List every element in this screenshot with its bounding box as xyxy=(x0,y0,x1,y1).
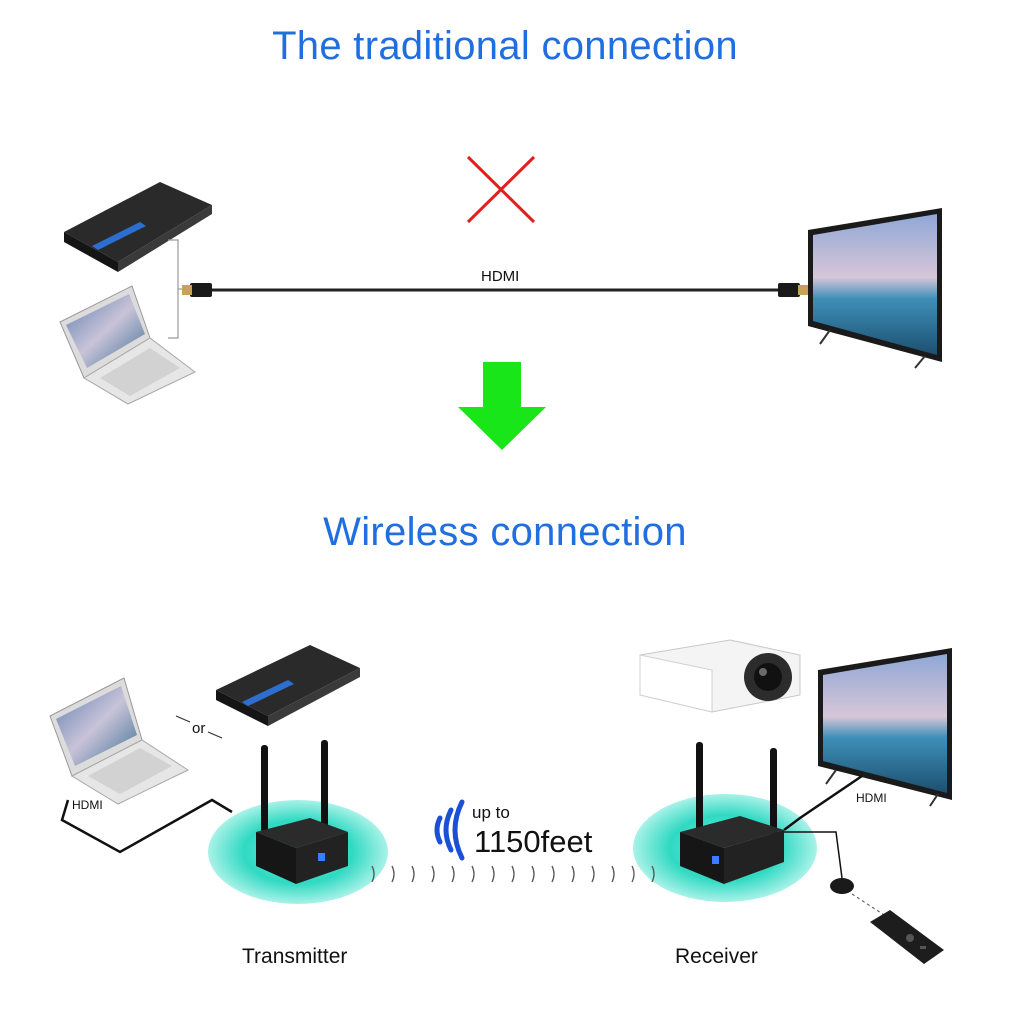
cross-icon xyxy=(466,155,536,224)
wifi-signal-icon xyxy=(434,799,465,861)
right-hdmi-label: HDMI xyxy=(856,791,887,805)
source-bracket xyxy=(168,239,179,339)
tv-top xyxy=(808,208,942,369)
hdmi-cable-receiver xyxy=(783,774,863,831)
ir-sensor xyxy=(830,878,854,894)
signal-waves xyxy=(371,865,655,883)
transmitter-device xyxy=(256,740,348,884)
traditional-connection-title: The traditional connection xyxy=(272,24,738,68)
projector xyxy=(639,639,801,713)
hdmi-cable xyxy=(182,283,808,297)
laptop-top xyxy=(59,285,196,405)
arrow-down-icon xyxy=(458,362,546,450)
or-label: or xyxy=(192,720,206,737)
hdmi-cable-transmitter xyxy=(60,798,233,854)
media-player-top xyxy=(64,182,212,272)
media-player-bottom xyxy=(216,645,360,726)
left-hdmi-label: HDMI xyxy=(72,798,103,812)
receiver-device xyxy=(680,742,784,884)
hdmi-cable-label: HDMI xyxy=(481,268,520,285)
ir-extender-cable xyxy=(784,831,843,879)
wireless-connection-title: Wireless connection xyxy=(323,510,687,554)
range-value-label: 1150feet xyxy=(474,824,593,859)
tv-bottom xyxy=(818,648,952,807)
transmitter-label: Transmitter xyxy=(242,945,348,968)
laptop-bottom xyxy=(49,677,190,805)
remote-control xyxy=(870,910,944,964)
receiver-label: Receiver xyxy=(675,945,758,968)
range-prefix-label: up to xyxy=(472,803,510,822)
